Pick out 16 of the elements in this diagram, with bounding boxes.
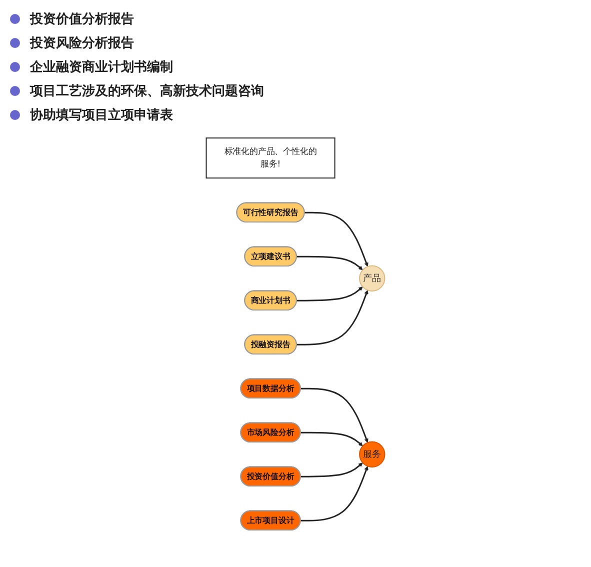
node-circle: 产品 [359,265,386,292]
arrow [300,462,363,478]
arrow [300,466,368,522]
arrow [300,432,363,446]
arrow [296,256,363,270]
list-item: 协助填写项目立项申请表 [30,106,173,124]
arrow [300,388,368,443]
arrow [296,286,363,302]
arrow [296,290,368,346]
list-item: 项目工艺涉及的环保、高新技术问题咨询 [30,82,264,100]
arrow [304,212,368,267]
node-circle: 服务 [359,441,386,468]
list-item: 投资价值分析报告 [30,10,134,28]
list-item: 投资风险分析报告 [30,34,134,52]
list-item: 企业融资商业计划书编制 [30,58,173,76]
node-box: 标准化的产品、个性化的服务! [206,137,336,178]
